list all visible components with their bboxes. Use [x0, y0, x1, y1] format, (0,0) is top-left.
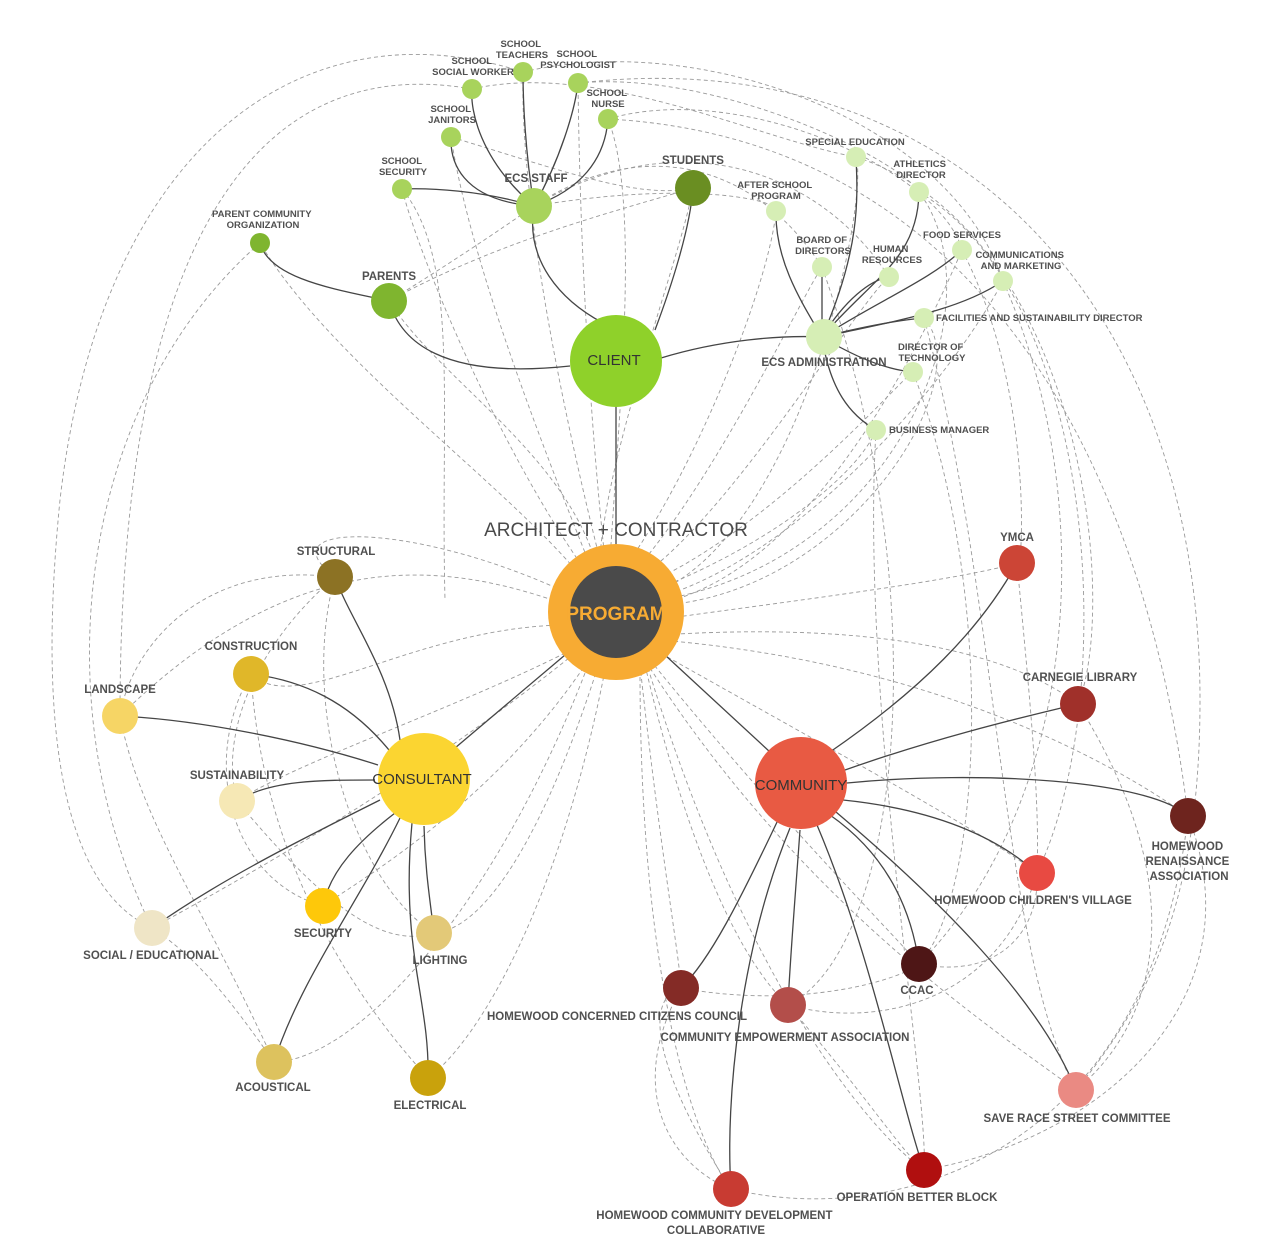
client-label: CLIENT — [587, 352, 640, 369]
operation-better-block-label: OPERATION BETTER BLOCK — [837, 1192, 998, 1204]
athletics-director-label: ATHLETICS DIRECTOR — [893, 159, 948, 181]
students-label: STUDENTS — [662, 155, 724, 167]
ymca-label: YMCA — [1000, 532, 1034, 544]
community-empowerment-label: COMMUNITY EMPOWERMENT ASSOCIATION — [661, 1032, 910, 1044]
save-race-street-label: SAVE RACE STREET COMMITTEE — [984, 1113, 1171, 1125]
sustainability-node[interactable] — [219, 783, 255, 819]
homewood-renaissance-node[interactable] — [1170, 798, 1206, 834]
food-services-label: FOOD SERVICES — [923, 230, 1001, 241]
carnegie-library-label: CARNEGIE LIBRARY — [1023, 672, 1138, 684]
acoustical-label: ACOUSTICAL — [235, 1082, 310, 1094]
program-hub-core[interactable] — [570, 566, 662, 658]
social-educational-node[interactable] — [134, 910, 170, 946]
school-janitors-label: SCHOOL JANITORS — [428, 104, 476, 126]
ccac-label: CCAC — [900, 985, 933, 997]
landscape-node[interactable] — [102, 698, 138, 734]
security-node[interactable] — [305, 888, 341, 924]
construction-node[interactable] — [233, 656, 269, 692]
homewood-concerned-citizens-label: HOMEWOOD CONCERNED CITIZENS COUNCIL — [487, 1011, 747, 1023]
technology-director-label: DIRECTOR OF TECHNOLOGY — [898, 342, 966, 364]
ccac-node[interactable] — [901, 946, 937, 982]
security-label: SECURITY — [294, 928, 352, 940]
school-nurse-node[interactable] — [598, 109, 618, 129]
business-manager-label: BUSINESS MANAGER — [889, 425, 989, 436]
sustainability-label: SUSTAINABILITY — [190, 770, 285, 782]
header-title: ARCHITECT + CONTRACTOR — [484, 520, 748, 541]
students-node[interactable] — [675, 170, 711, 206]
client-hub[interactable] — [570, 315, 662, 407]
labels: ARCHITECT + CONTRACTOR PROGRAM CLIENT CO… — [83, 39, 1233, 1237]
school-nurse-label: SCHOOL NURSE — [586, 88, 629, 110]
special-education-node[interactable] — [846, 147, 866, 167]
communications-label: COMMUNICATIONS AND MARKETING — [975, 250, 1066, 272]
parent-community-org-node[interactable] — [250, 233, 270, 253]
food-services-node[interactable] — [952, 240, 972, 260]
homewood-renaissance-label: HOMEWOOD RENAISSANCE ASSOCIATION — [1146, 841, 1233, 883]
ecs-administration-node[interactable] — [806, 319, 842, 355]
board-of-directors-label: BOARD OF DIRECTORS — [795, 235, 851, 257]
school-security-label: SCHOOL SECURITY — [379, 156, 428, 178]
board-of-directors-node[interactable] — [812, 257, 832, 277]
acoustical-node[interactable] — [256, 1044, 292, 1080]
ecs-staff-label: ECS STAFF — [504, 173, 567, 185]
school-psychologist-label: SCHOOL PSYCHOLOGIST — [540, 49, 616, 71]
construction-label: CONSTRUCTION — [205, 641, 298, 653]
business-manager-node[interactable] — [866, 420, 886, 440]
homewood-concerned-citizens-node[interactable] — [663, 970, 699, 1006]
facilities-label: FACILITIES AND SUSTAINABILITY DIRECTOR — [936, 313, 1143, 324]
athletics-director-node[interactable] — [909, 182, 929, 202]
school-psychologist-node[interactable] — [568, 73, 588, 93]
parents-label: PARENTS — [362, 271, 416, 283]
facilities-node[interactable] — [914, 308, 934, 328]
consultant-hub[interactable] — [378, 733, 470, 825]
structural-label: STRUCTURAL — [297, 546, 376, 558]
community-label: COMMUNITY — [755, 777, 848, 794]
school-teachers-label: SCHOOL TEACHERS — [496, 39, 548, 61]
lighting-label: LIGHTING — [413, 955, 468, 967]
community-empowerment-node[interactable] — [770, 987, 806, 1023]
carnegie-library-node[interactable] — [1060, 686, 1096, 722]
program-label: PROGRAM — [566, 604, 665, 625]
social-educational-label: SOCIAL / EDUCATIONAL — [83, 950, 219, 962]
ecs-administration-label: ECS ADMINISTRATION — [761, 357, 886, 369]
school-security-node[interactable] — [392, 179, 412, 199]
electrical-node[interactable] — [410, 1060, 446, 1096]
landscape-label: LANDSCAPE — [84, 684, 156, 696]
school-social-worker-node[interactable] — [462, 79, 482, 99]
after-school-program-node[interactable] — [766, 201, 786, 221]
homewood-childrens-village-label: HOMEWOOD CHILDREN'S VILLAGE — [934, 895, 1132, 907]
human-resources-label: HUMAN RESOURCES — [862, 244, 922, 266]
school-teachers-node[interactable] — [513, 62, 533, 82]
after-school-program-label: AFTER SCHOOL PROGRAM — [737, 180, 814, 202]
homewood-cdc-node[interactable] — [713, 1171, 749, 1207]
homewood-cdc-label: HOMEWOOD COMMUNITY DEVELOPMENT COLLABORA… — [596, 1210, 835, 1237]
electrical-label: ELECTRICAL — [394, 1100, 467, 1112]
special-education-label: SPECIAL EDUCATION — [805, 137, 905, 148]
save-race-street-node[interactable] — [1058, 1072, 1094, 1108]
ymca-node[interactable] — [999, 545, 1035, 581]
parents-node[interactable] — [371, 283, 407, 319]
structural-node[interactable] — [317, 559, 353, 595]
human-resources-node[interactable] — [879, 267, 899, 287]
technology-director-node[interactable] — [903, 362, 923, 382]
operation-better-block-node[interactable] — [906, 1152, 942, 1188]
school-social-worker-label: SCHOOL SOCIAL WORKER — [432, 56, 514, 78]
community-hub[interactable] — [755, 737, 847, 829]
ecs-staff-node[interactable] — [516, 188, 552, 224]
parent-community-org-label: PARENT COMMUNITY ORGANIZATION — [212, 209, 314, 231]
school-janitors-node[interactable] — [441, 127, 461, 147]
nodes — [102, 62, 1206, 1207]
consultant-label: CONSULTANT — [372, 771, 471, 788]
communications-node[interactable] — [993, 271, 1013, 291]
lighting-node[interactable] — [416, 915, 452, 951]
homewood-childrens-village-node[interactable] — [1019, 855, 1055, 891]
